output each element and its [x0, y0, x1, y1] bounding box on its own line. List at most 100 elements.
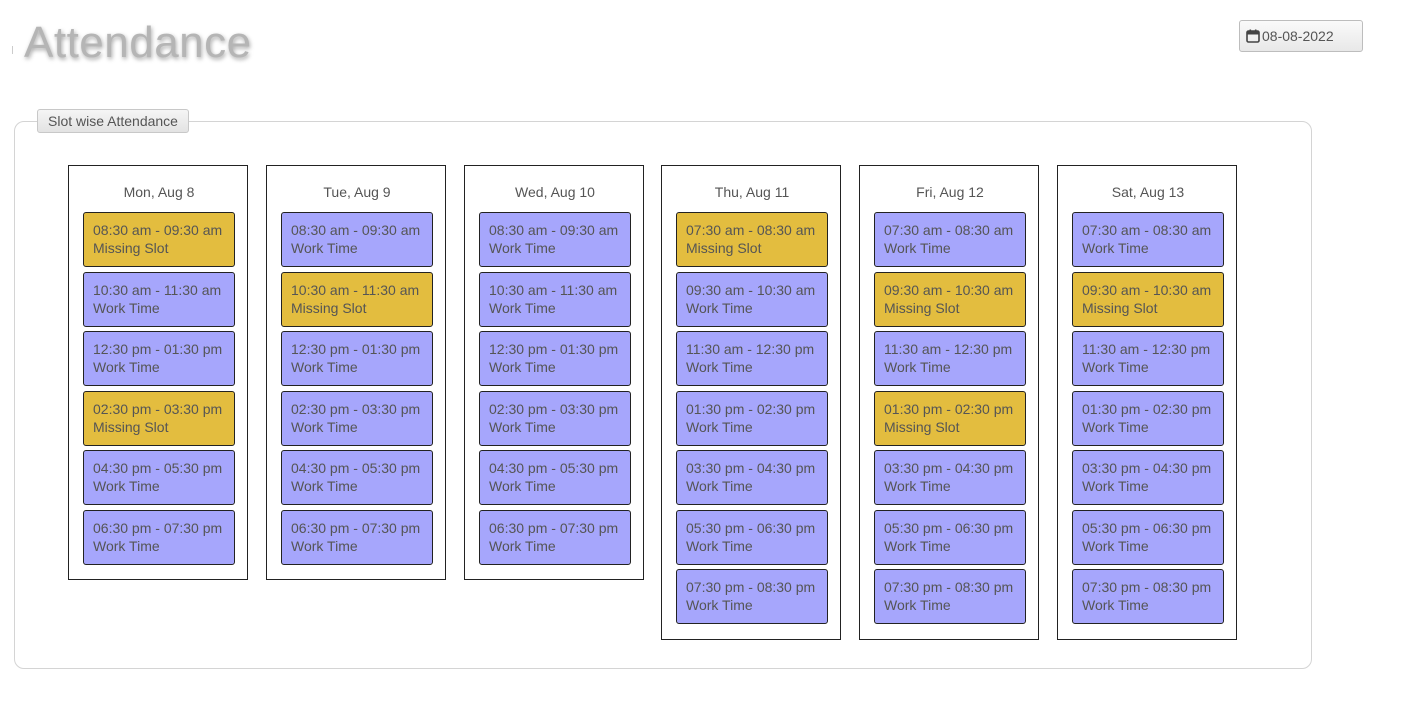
slot-time: 07:30 am - 08:30 am [686, 222, 816, 238]
slot-status: Missing Slot [884, 299, 960, 316]
slot-status: Missing Slot [93, 240, 169, 256]
column-spacer [479, 569, 643, 579]
day-title: Tue, Aug 9 [323, 184, 391, 200]
slot-status: Work Time [884, 359, 951, 375]
date-picker[interactable]: 08-08-2022 [1239, 20, 1363, 52]
slot-status: Missing Slot [93, 418, 169, 435]
panel-legend: Slot wise Attendance [37, 109, 189, 133]
slot-time: 08:30 am - 09:30 am [93, 222, 223, 238]
slot-status: Work Time [1082, 478, 1149, 494]
slot-time: 09:30 am - 10:30 am [686, 281, 816, 298]
slot-time: 05:30 pm - 06:30 pm [1082, 519, 1212, 536]
slot-status: Work Time [884, 478, 951, 494]
slot-time: 11:30 am - 12:30 pm [884, 341, 1013, 357]
slot-time: 08:30 am - 09:30 am [489, 222, 619, 238]
slot-time: 10:30 am - 11:30 am [93, 281, 222, 298]
slot-status: Work Time [1082, 418, 1149, 435]
missing-slot[interactable]: 08:30 am - 09:30 am Missing Slot [83, 212, 235, 267]
slot-time: 05:30 pm - 06:30 pm [686, 519, 816, 536]
slot-time: 06:30 pm - 07:30 pm [93, 519, 223, 536]
slot-time: 07:30 pm - 08:30 pm [686, 579, 816, 595]
slot-time: 06:30 pm - 07:30 pm [489, 519, 619, 536]
slot-time: 12:30 pm - 01:30 pm [291, 341, 421, 357]
slot-attendance-panel [14, 121, 1312, 669]
slot-time: 01:30 pm - 02:30 pm [884, 400, 1014, 417]
column-spacer [1072, 629, 1236, 639]
calendar-icon [1246, 29, 1260, 43]
work-time-slot[interactable]: 07:30 am - 08:30 am Work Time [1072, 212, 1224, 267]
day-title: Thu, Aug 11 [714, 184, 790, 200]
slot-status: Work Time [686, 299, 753, 316]
column-spacer [874, 629, 1038, 639]
slot-status: Work Time [686, 418, 753, 435]
slot-time: 07:30 pm - 08:30 pm [884, 579, 1014, 595]
slot-status: Work Time [686, 478, 753, 494]
slot-status: Work Time [489, 418, 556, 435]
day-column: Mon, Aug 8 08:30 am - 09:30 am Missing Slo… [68, 165, 248, 580]
work-time-slot[interactable]: 07:30 pm - 08:30 pm Work Time [874, 569, 1026, 624]
slot-status: Missing Slot [291, 299, 367, 316]
slot-status: Work Time [489, 359, 556, 375]
slot-status: Missing Slot [884, 418, 960, 435]
slot-time: 02:30 pm - 03:30 pm [93, 400, 223, 417]
slot-time: 01:30 pm - 02:30 pm [686, 400, 816, 417]
page-title: Attendance [24, 18, 252, 67]
date-value: 08-08-2022 [1262, 28, 1334, 44]
day-title: Mon, Aug 8 [123, 184, 195, 200]
slot-status: Work Time [884, 597, 951, 613]
slot-status: Work Time [93, 359, 160, 375]
slot-time: 07:30 am - 08:30 am [1082, 222, 1212, 238]
slot-status: Work Time [1082, 240, 1149, 256]
day-title: Sat, Aug 13 [1111, 184, 1185, 200]
work-time-slot[interactable]: 11:30 am - 12:30 pm Work Time [874, 331, 1026, 386]
slot-status: Work Time [93, 299, 160, 316]
work-time-slot[interactable]: 07:30 am - 08:30 am Work Time [874, 212, 1026, 267]
slot-status: Work Time [884, 240, 951, 256]
slot-time: 12:30 pm - 01:30 pm [489, 341, 619, 357]
slot-time: 11:30 am - 12:30 pm [686, 341, 815, 357]
slot-status: Work Time [291, 240, 358, 256]
slot-status: Work Time [1082, 359, 1149, 375]
day-title: Wed, Aug 10 [515, 184, 595, 200]
slot-status: Work Time [291, 418, 358, 435]
column-spacer [676, 629, 840, 639]
work-time-slot[interactable]: 12:30 pm - 01:30 pm Work Time [479, 331, 631, 386]
slot-time: 07:30 am - 08:30 am [884, 222, 1014, 238]
slot-time: 02:30 pm - 03:30 pm [489, 400, 619, 417]
